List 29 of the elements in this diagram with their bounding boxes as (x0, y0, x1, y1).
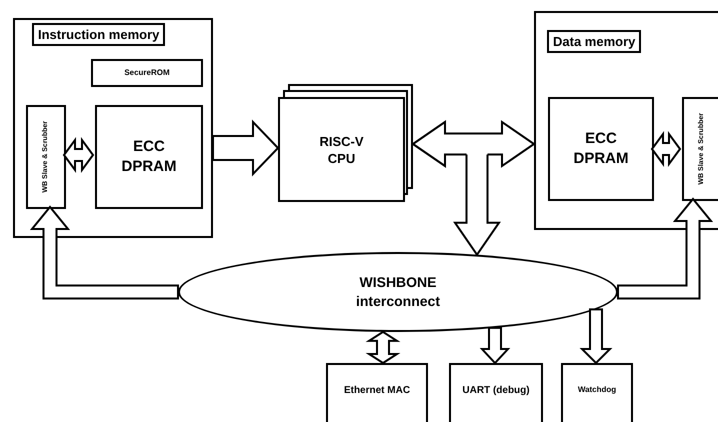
module-box (326, 363, 428, 422)
interface-block (682, 97, 718, 201)
block-arrow (366, 330, 400, 364)
block-arrow (212, 120, 280, 176)
block-arrow (617, 197, 714, 300)
block-arrow (580, 308, 612, 364)
block-arrow (30, 205, 179, 300)
memory-block (13, 18, 213, 238)
block-arrow (411, 120, 536, 168)
block-arrow (480, 326, 510, 364)
module-box (95, 105, 203, 209)
node-label: UART (debug) (462, 384, 530, 398)
block-arrow (650, 130, 682, 168)
module-box (548, 97, 654, 201)
node-label: WISHBONE interconnect (354, 273, 441, 311)
block-arrow (62, 136, 94, 174)
node-label: RISC-V CPU (318, 132, 365, 166)
section-heading: Instruction memory (32, 23, 166, 46)
module-box (91, 59, 203, 87)
module-box (449, 363, 543, 422)
node-label: Ethernet MAC (344, 384, 410, 398)
section-heading: Data memory (547, 30, 642, 53)
interface-block (26, 105, 66, 209)
processor-stack (278, 84, 413, 202)
module-box (561, 363, 633, 422)
node-label: SecureROM (124, 67, 170, 79)
node-label: ECC DPRAM (572, 129, 630, 169)
node-label: Watchdog (578, 384, 616, 396)
node-label: ECC DPRAM (120, 137, 178, 177)
